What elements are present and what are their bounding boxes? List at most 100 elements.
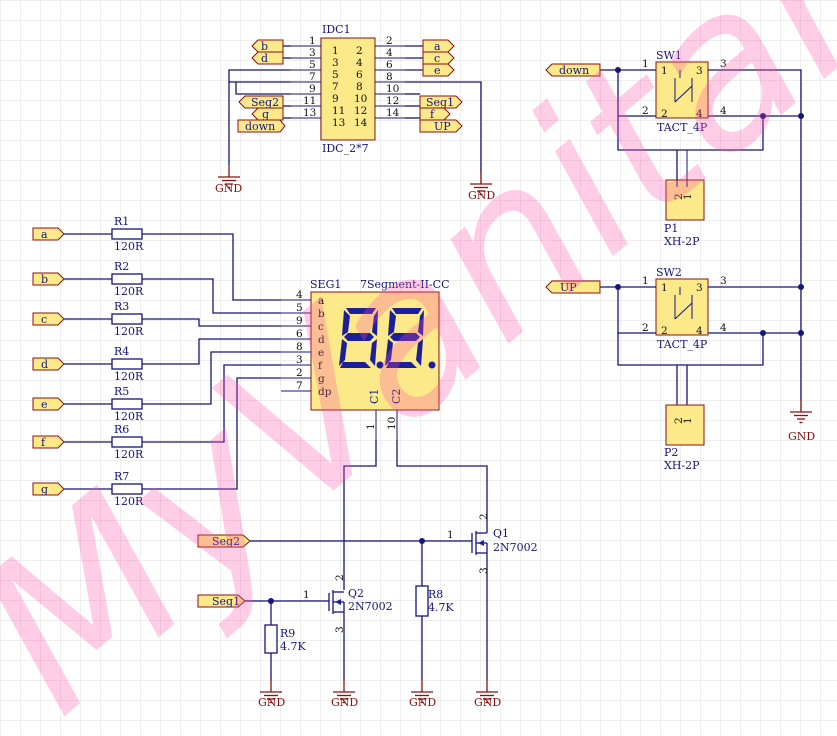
r8-value: 4.7K — [428, 601, 454, 614]
gnd-symbol-switches: GND — [788, 399, 815, 443]
svg-text:1: 1 — [661, 65, 668, 77]
idc-outer-9: 9 — [309, 83, 316, 95]
seg-pin-name-b: b — [318, 308, 325, 320]
seg1-c1-pin: 1 — [365, 423, 377, 430]
svg-text:3: 3 — [720, 275, 727, 287]
res-ref-3: R4 — [114, 345, 129, 358]
q1-pin-1: 1 — [447, 529, 454, 541]
idc-inner-1: 1 — [332, 45, 339, 57]
q2-ref: Q2 — [348, 587, 364, 600]
q2-pin-2: 2 — [334, 574, 346, 581]
resistor-r4 — [111, 358, 143, 370]
svg-text:1: 1 — [642, 58, 649, 70]
idc-outer-7: 7 — [309, 71, 316, 83]
seg-pin-name-f: f — [318, 360, 323, 372]
wire-idc-gnd-left — [228, 69, 291, 165]
svg-text:4: 4 — [720, 322, 727, 334]
svg-text:GND: GND — [474, 696, 501, 709]
seg-pin-number-g: 2 — [296, 367, 303, 379]
port-label-c: c — [41, 313, 47, 326]
svg-text:4: 4 — [696, 108, 703, 120]
seg-pin-name-a: a — [318, 295, 324, 307]
port-seg2-idc: Seg2 — [238, 95, 284, 109]
res-value-2: 120R — [114, 325, 144, 338]
q1-value: 2N7002 — [493, 541, 538, 554]
q1-pin-3: 3 — [478, 567, 490, 574]
resistor-r8 — [415, 585, 429, 617]
q2-pin-3: 3 — [334, 626, 346, 633]
q1-pin-2: 2 — [478, 513, 490, 520]
seg-pin-number-c: 9 — [296, 315, 303, 327]
idc-inner-3: 3 — [332, 57, 339, 69]
svg-text:Seg1: Seg1 — [212, 595, 240, 608]
idc-outer-11: 11 — [303, 95, 316, 107]
svg-text:d: d — [261, 52, 268, 65]
sw2-value: TACT_4P — [657, 338, 708, 351]
idc-outer-1: 1 — [309, 35, 316, 47]
svg-text:1: 1 — [682, 417, 694, 424]
idc-inner-6: 6 — [356, 69, 363, 81]
idc-connector: IDC1 IDC_2*7 1 3 5 7 9 11 13 2 4 6 8 10 … — [291, 23, 405, 155]
port-down-idc: down — [237, 119, 286, 133]
idc-inner-10: 10 — [354, 93, 367, 105]
svg-text:Seg2: Seg2 — [251, 96, 279, 109]
seg-pin-name-e: e — [318, 347, 324, 359]
gnd-symbol-idc-left: GND — [215, 164, 242, 195]
seg-pin-name-c: c — [318, 321, 324, 333]
sw1-value: TACT_4P — [657, 121, 708, 134]
p1-value: XH-2P — [664, 235, 700, 248]
svg-text:Seg1: Seg1 — [426, 96, 454, 109]
svg-text:3: 3 — [720, 58, 727, 70]
seg-pin-number-a: 4 — [296, 289, 303, 301]
port-a-idc: a — [422, 39, 455, 53]
res-value-1: 120R — [114, 285, 144, 298]
res-ref-1: R2 — [114, 260, 129, 273]
seg1-c2-pin: 10 — [386, 417, 398, 430]
resistor-row-b: b R2 120R — [32, 260, 281, 314]
gnd-symbol-r8: GND — [409, 679, 436, 709]
port-b: b — [251, 39, 284, 53]
seg-pin-number-f: 3 — [296, 354, 303, 366]
svg-text:a: a — [434, 40, 441, 53]
idc-outer-14: 14 — [386, 107, 400, 119]
res-ref-4: R5 — [114, 385, 129, 398]
idc-inner-5: 5 — [332, 69, 339, 81]
idc-outer-5: 5 — [309, 59, 316, 71]
idc-inner-7: 7 — [332, 81, 339, 93]
port-label-e: e — [41, 398, 48, 411]
seg-pin-number-d: 6 — [296, 328, 303, 340]
gnd-symbol-r9: GND — [258, 679, 285, 709]
svg-text:3: 3 — [696, 282, 703, 294]
svg-text:2: 2 — [642, 105, 649, 117]
svg-text:GND: GND — [409, 696, 436, 709]
res-value-5: 120R — [114, 448, 144, 461]
switch-sw2: SW2 TACT_4P 1 2 3 4 1 2 3 4 — [642, 266, 727, 351]
resistor-bank: aR1120RbR2120RcR3120RdR4120ReR5120RfR612… — [32, 215, 281, 508]
idc-inner-4: 4 — [356, 57, 363, 69]
res-value-0: 120R — [114, 240, 144, 253]
port-label-b: b — [41, 273, 48, 286]
gnd-symbol-idc-right: GND — [468, 171, 495, 202]
svg-text:4: 4 — [696, 325, 703, 337]
port-down-sw1: down — [545, 63, 601, 77]
port-label-a: a — [41, 228, 48, 241]
p1-ref: P1 — [664, 222, 678, 235]
idc-outer-13: 13 — [303, 107, 316, 119]
sw1-ref: SW1 — [656, 49, 682, 62]
port-label-d: d — [41, 358, 48, 371]
idc-value: IDC_2*7 — [322, 142, 369, 155]
idc-inner-11: 11 — [332, 105, 345, 117]
svg-text:GND: GND — [215, 182, 242, 195]
seg1-ref: SEG1 — [310, 278, 341, 291]
idc-inner-8: 8 — [356, 81, 363, 93]
port-d: d — [251, 51, 284, 65]
res-ref-5: R6 — [114, 423, 129, 436]
idc-outer-8: 8 — [386, 71, 393, 83]
idc-outer-12: 12 — [386, 95, 399, 107]
seg1-c2-label: C2 — [390, 389, 403, 404]
svg-text:2: 2 — [661, 325, 668, 337]
port-e-idc: e — [422, 63, 455, 77]
idc-inner-9: 9 — [332, 93, 339, 105]
